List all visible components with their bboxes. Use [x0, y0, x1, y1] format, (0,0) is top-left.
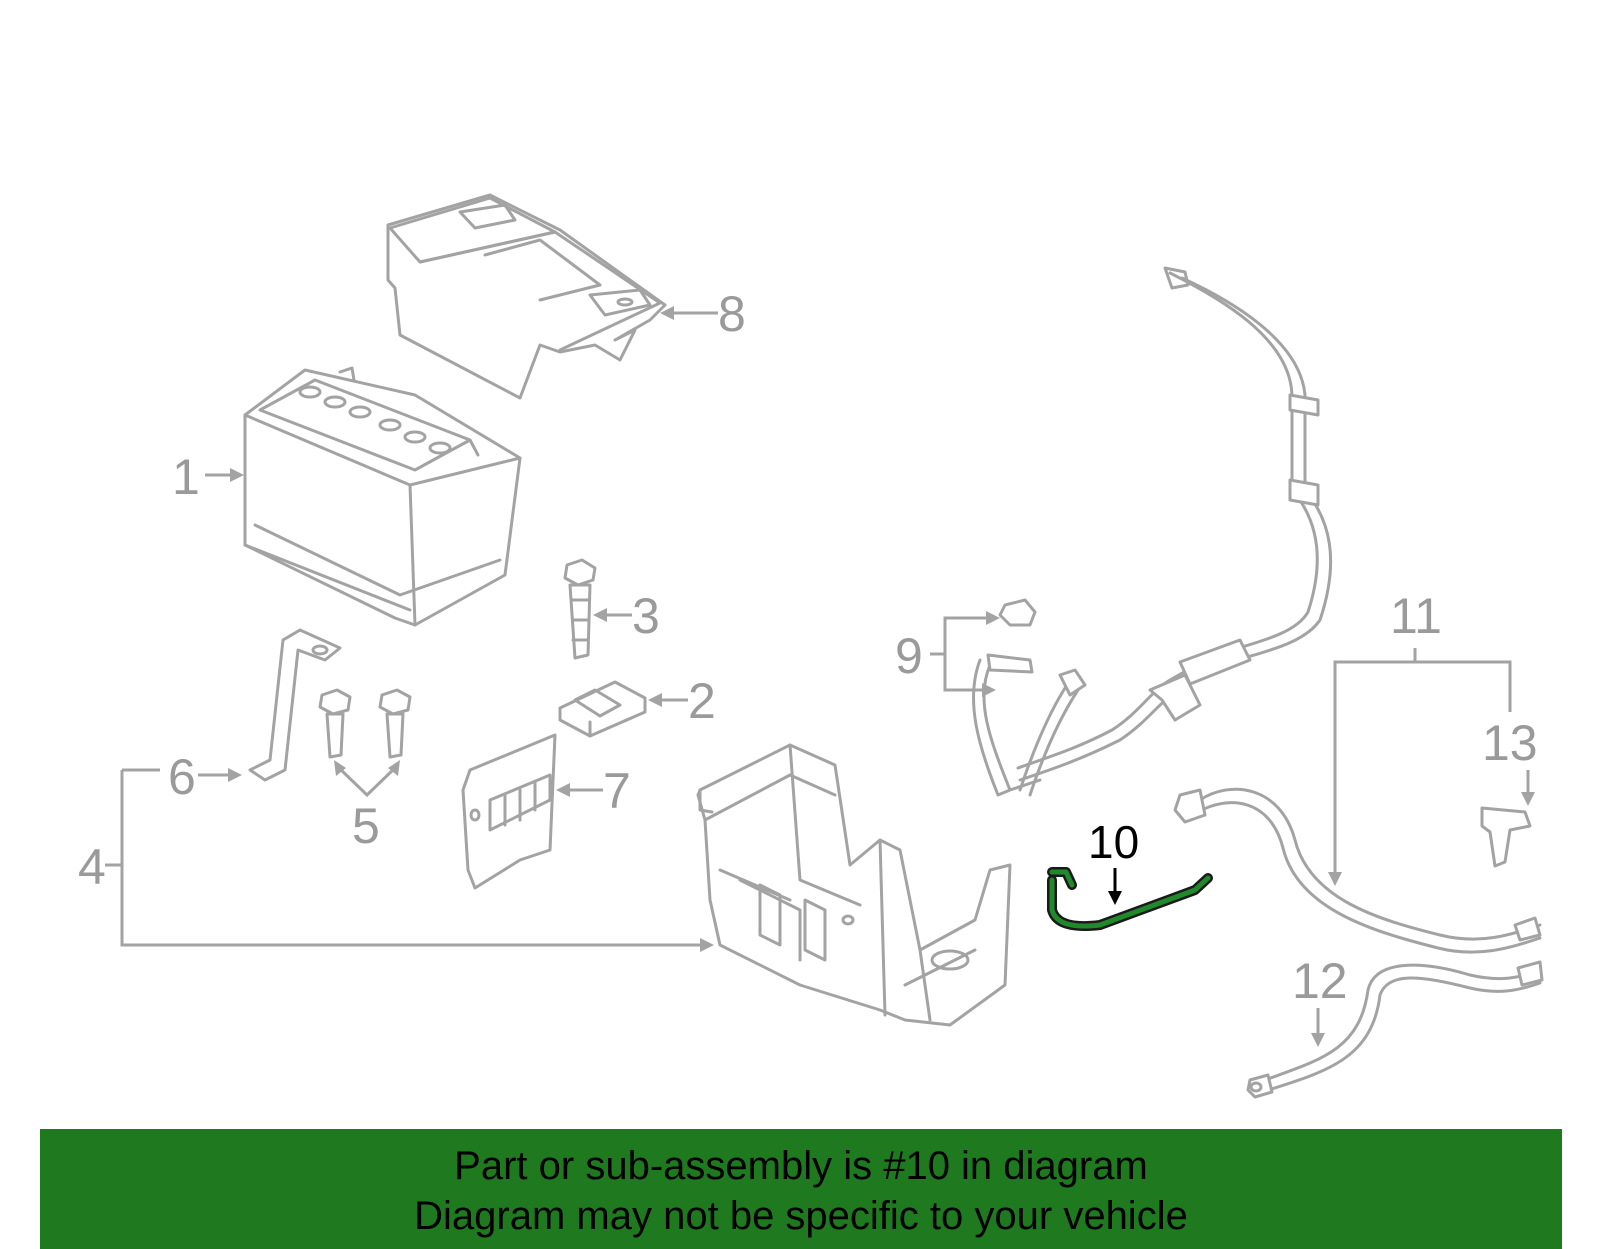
callout-8[interactable]: 8 [718, 286, 746, 342]
callout-11[interactable]: 11 [1390, 588, 1442, 644]
bolts-part-5 [318, 688, 412, 759]
info-banner: Part or sub-assembly is #10 in diagram D… [40, 1129, 1562, 1249]
heat-shield-part-7 [461, 733, 557, 890]
banner-line-1: Part or sub-assembly is #10 in diagram [454, 1144, 1148, 1188]
callout-11-leader [1328, 648, 1512, 886]
callout-6-leader [198, 768, 242, 782]
battery-tray-part-4 [696, 743, 1012, 1027]
callout-12[interactable]: 12 [1292, 953, 1348, 1009]
battery-cover-part [386, 193, 667, 400]
callout-4[interactable]: 4 [78, 839, 106, 895]
callout-7[interactable]: 7 [603, 763, 631, 819]
callout-3[interactable]: 3 [632, 588, 660, 644]
callout-12-leader [1311, 1008, 1325, 1047]
bolt-part-3 [563, 558, 597, 660]
battery-part [243, 366, 522, 627]
positive-cable-part-9 [972, 266, 1333, 797]
callout-10[interactable]: 10 [1088, 816, 1139, 868]
clip-part-13 [1480, 806, 1532, 868]
highlighted-cable-part-10 [1047, 867, 1213, 932]
callout-9[interactable]: 9 [895, 628, 923, 684]
bracket-part-6 [248, 628, 342, 782]
callout-8-leader [660, 306, 718, 320]
callout-10-leader [1108, 868, 1122, 905]
callout-1-leader [205, 468, 244, 482]
callout-6[interactable]: 6 [168, 749, 196, 805]
callout-9-leader [930, 611, 1000, 697]
callout-1[interactable]: 1 [172, 449, 200, 505]
callout-5-leader [334, 760, 400, 798]
banner-line-2: Diagram may not be specific to your vehi… [414, 1194, 1188, 1238]
callout-13[interactable]: 13 [1482, 715, 1538, 771]
ground-cable-part-12 [1246, 960, 1544, 1099]
callout-2-leader [648, 693, 688, 707]
callout-3-leader [593, 608, 632, 622]
callout-13-leader [1521, 770, 1535, 806]
callout-5[interactable]: 5 [352, 798, 380, 854]
callout-4-leader [105, 768, 714, 952]
callout-7-leader [556, 783, 603, 797]
callout-2[interactable]: 2 [688, 673, 716, 729]
negative-cable-part-11 [1173, 787, 1542, 954]
clamp-part-2 [558, 680, 647, 738]
